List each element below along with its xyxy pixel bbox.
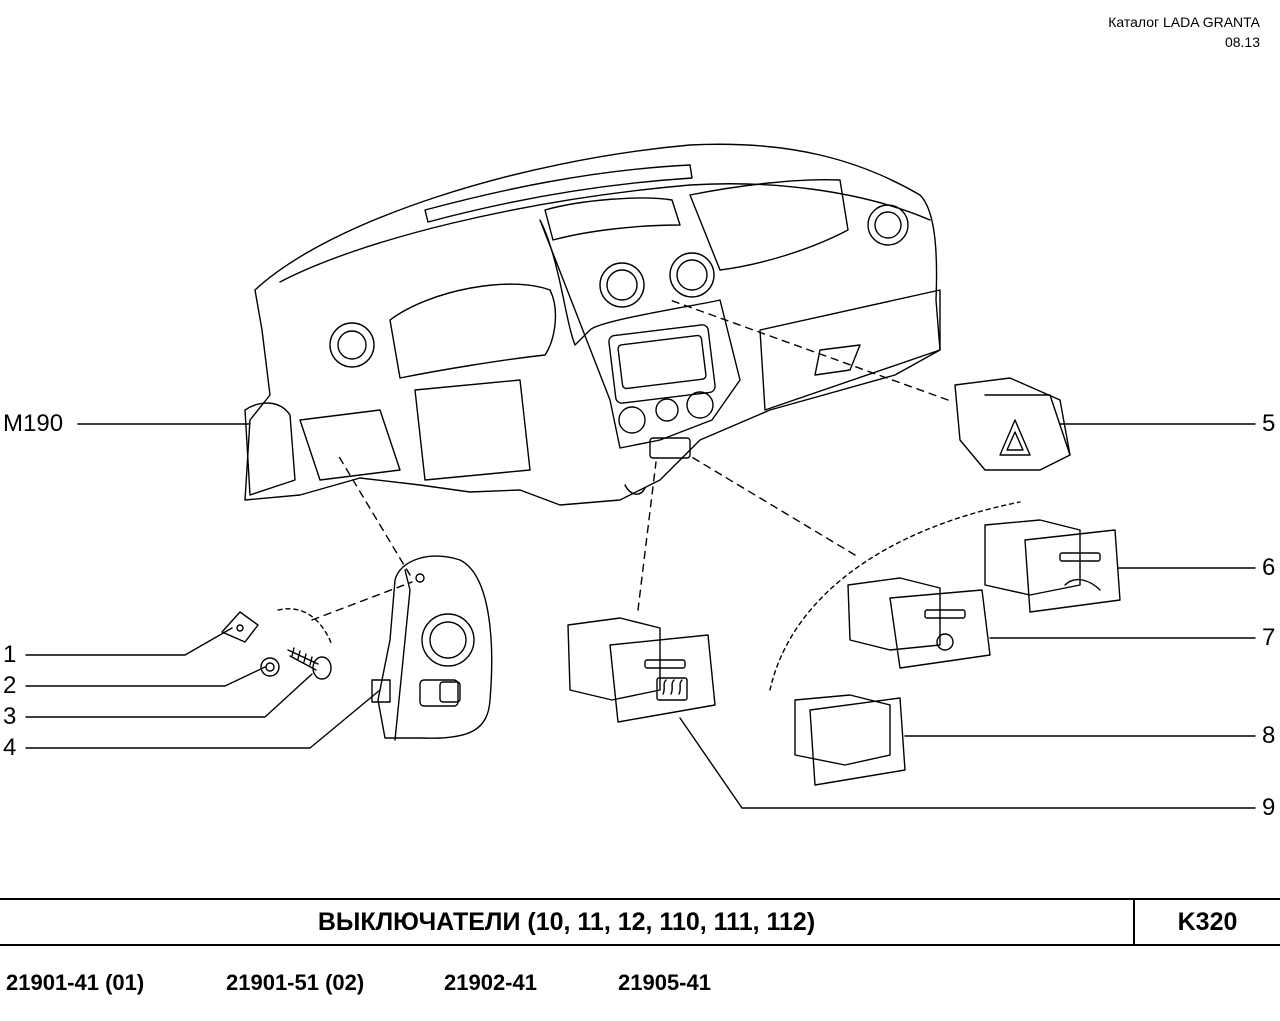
callout-4: 4 [3,734,17,761]
section-code: K320 [1133,900,1280,944]
model-code: 21901-51 (02) [226,970,365,995]
callout-8: 8 [1262,722,1276,749]
model-code: 21902-41 [444,970,537,995]
callout-2: 2 [3,672,17,699]
hazard-switch-illustration [954,377,1071,471]
catalog-date: 08.13 [1224,34,1260,50]
group-arc-left [277,608,333,646]
section-title: ВЫКЛЮЧАТЕЛИ (10, 11, 12, 110, 111, 112) [317,908,816,936]
washer-part-2 [260,657,280,677]
callout-3: 3 [3,703,17,730]
catalog-title: Каталог LADA GRANTA [1108,14,1260,30]
model-code: 21901-41 (01) [6,970,145,995]
callout-1: 1 [3,641,17,668]
switch-6-illustration [984,519,1121,613]
callout-7: 7 [1262,624,1276,651]
leader-lines [25,423,1256,809]
dashboard-illustration [244,143,941,506]
catalog-header: Каталог LADA GRANTA 08.13 [1108,12,1260,52]
callout-9: 9 [1262,794,1276,821]
screw-part-3 [287,647,332,680]
model-code: 21905-41 [618,970,711,995]
parts-diagram [25,143,1256,809]
callout-6: 6 [1262,554,1276,581]
group-arc-right [769,501,1021,691]
assembly-lines [311,299,949,621]
blank-plug-8-illustration [794,694,906,786]
callout-5: 5 [1262,410,1276,437]
rear-defrost-switch-9-illustration [567,617,716,723]
headlight-switch-illustration [371,555,493,741]
callout-m190: М190 [3,410,64,437]
clip-part-1 [221,611,259,643]
footer-bar: ВЫКЛЮЧАТЕЛИ (10, 11, 12, 110, 111, 112) … [0,898,1280,946]
switch-7-illustration [847,577,991,669]
